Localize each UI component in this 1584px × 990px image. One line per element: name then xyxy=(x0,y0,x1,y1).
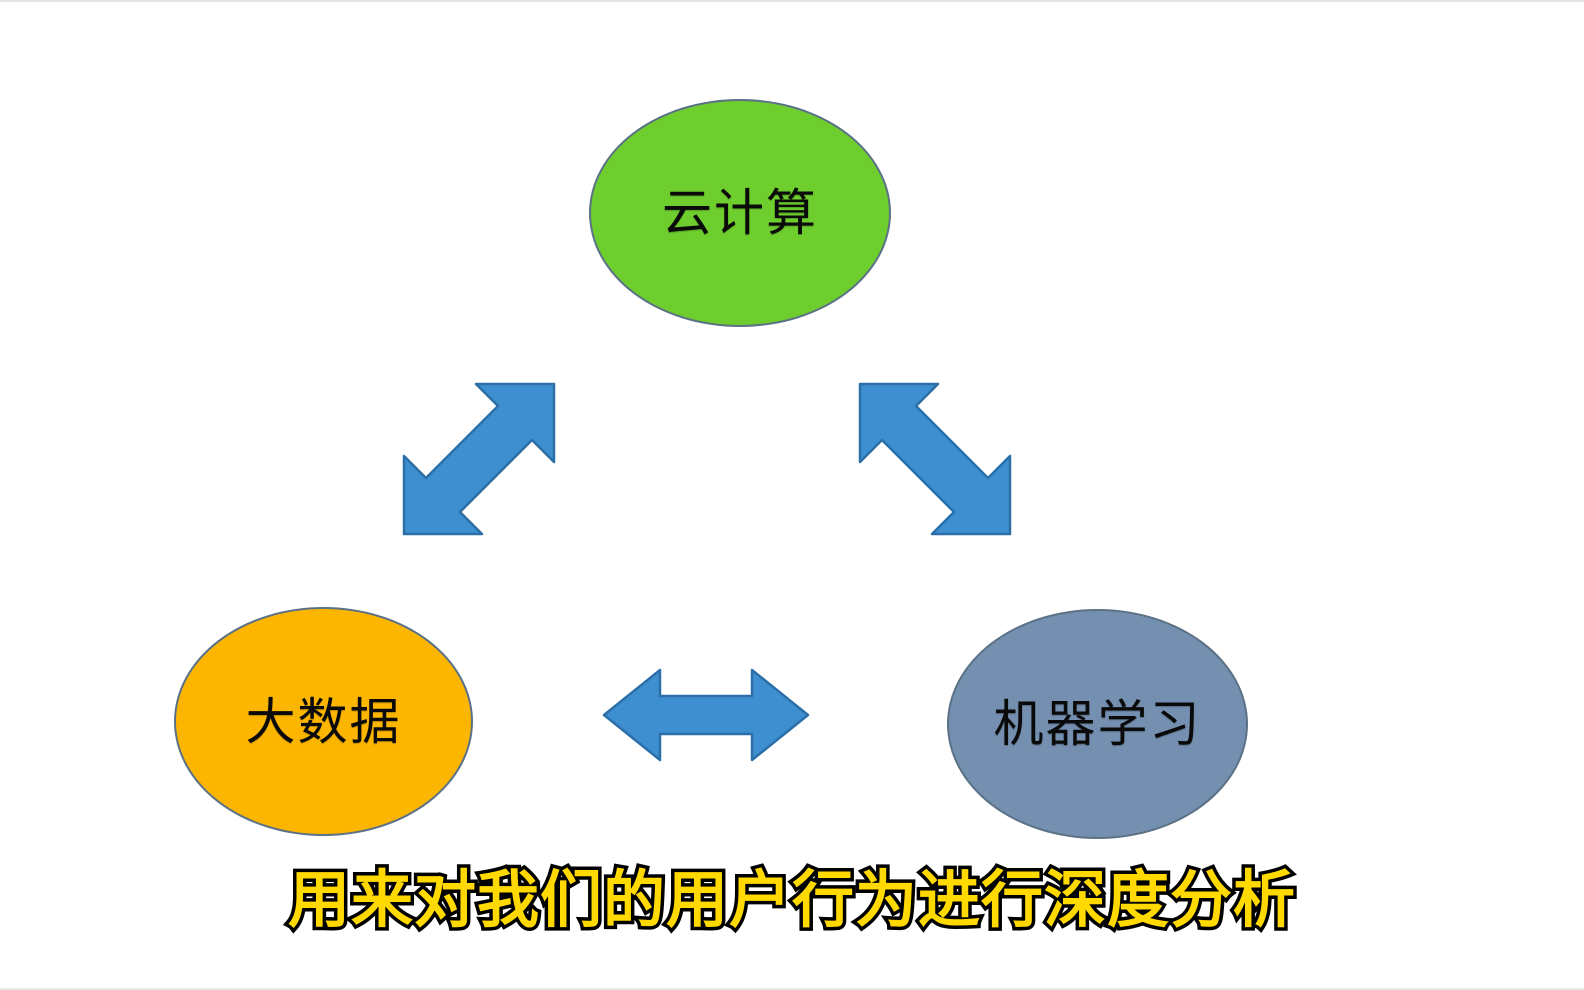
node-big-data[interactable]: 大数据 xyxy=(174,607,473,836)
bottom-edge-divider xyxy=(0,988,1584,990)
double-arrow-bigdata-machinelearning-icon xyxy=(602,668,810,762)
double-arrow-cloud-machinelearning-icon xyxy=(858,382,1012,536)
node-machine-learning[interactable]: 机器学习 xyxy=(947,609,1248,839)
node-big-data-label: 大数据 xyxy=(245,693,402,750)
double-arrow-bigdata-cloud-icon xyxy=(402,382,556,536)
top-edge-divider xyxy=(0,0,1584,2)
node-cloud-computing[interactable]: 云计算 xyxy=(589,99,891,327)
video-caption-subtitle: 用来对我们的用户行为进行深度分析 xyxy=(284,862,1298,937)
node-cloud-computing-label: 云计算 xyxy=(662,185,818,241)
node-machine-learning-label: 机器学习 xyxy=(993,696,1202,752)
